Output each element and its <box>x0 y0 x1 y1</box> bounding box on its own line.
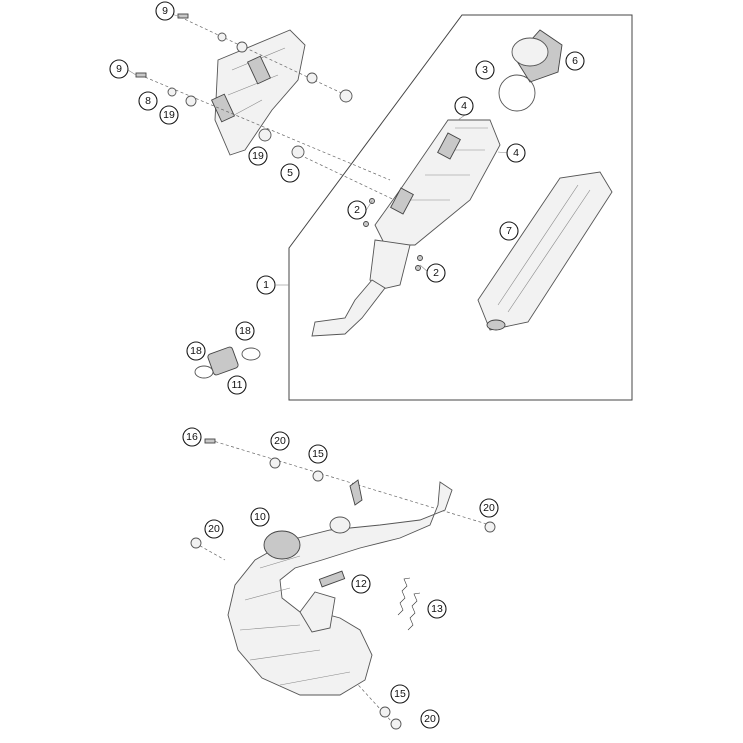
callout-label: 1 <box>263 279 269 291</box>
leader-screw-9-top <box>179 16 351 98</box>
leader-washer-5 <box>299 154 406 206</box>
callout-label: 2 <box>354 204 360 216</box>
callout-1: 1 <box>256 275 276 295</box>
callout-3: 3 <box>475 60 495 80</box>
callout-19-right: 19 <box>248 146 268 166</box>
callout-18-right: 18 <box>235 321 255 341</box>
callout-label: 19 <box>252 150 264 162</box>
callout-16: 16 <box>182 427 202 447</box>
callout-9-mid: 9 <box>109 59 129 79</box>
pipe-clamp <box>318 570 346 588</box>
callout-10: 10 <box>250 507 270 527</box>
callout-label: 7 <box>506 225 512 237</box>
callout-label: 4 <box>461 100 467 112</box>
exhaust-pipe <box>227 479 453 696</box>
exhaust-springs <box>397 577 421 631</box>
callout-label: 9 <box>116 63 122 75</box>
callout-20-top: 20 <box>270 431 290 451</box>
callout-4-top: 4 <box>454 96 474 116</box>
o-ring <box>498 74 536 112</box>
leader-screw-9-mid <box>139 74 391 181</box>
callout-8: 8 <box>138 91 158 111</box>
callout-label: 20 <box>208 523 220 535</box>
callout-label: 20 <box>483 502 495 514</box>
lower-fasteners <box>190 438 496 730</box>
callout-15-top: 15 <box>308 444 328 464</box>
callout-7: 7 <box>499 221 519 241</box>
heat-shield <box>210 29 306 156</box>
callout-20-bottom: 20 <box>420 709 440 729</box>
callout-label: 6 <box>572 55 578 67</box>
callout-label: 3 <box>482 64 488 76</box>
callout-6: 6 <box>565 51 585 71</box>
callout-20-left: 20 <box>204 519 224 539</box>
callout-label: 20 <box>274 435 286 447</box>
silencer-assembly-frame <box>288 14 633 401</box>
callout-label: 5 <box>287 167 293 179</box>
callout-15-bottom: 15 <box>390 684 410 704</box>
callout-label: 10 <box>254 511 266 523</box>
callout-5: 5 <box>280 163 300 183</box>
callout-label: 13 <box>431 603 443 615</box>
callout-13: 13 <box>427 599 447 619</box>
callout-19-left: 19 <box>159 105 179 125</box>
upper-fasteners <box>135 13 353 159</box>
callout-label: 19 <box>163 109 175 121</box>
callout-20-right: 20 <box>479 498 499 518</box>
connecting-sleeve <box>194 346 261 379</box>
callout-label: 8 <box>145 95 151 107</box>
callout-18-left: 18 <box>186 341 206 361</box>
callout-4-right: 4 <box>506 143 526 163</box>
callout-label: 9 <box>162 5 168 17</box>
callout-label: 4 <box>513 147 519 159</box>
silencer-body <box>311 119 501 337</box>
callout-label: 20 <box>424 713 436 725</box>
callout-11: 11 <box>227 375 247 395</box>
callout-label: 15 <box>312 448 324 460</box>
callout-label: 16 <box>186 431 198 443</box>
callout-12: 12 <box>351 574 371 594</box>
callout-2-right: 2 <box>426 263 446 283</box>
callout-2-left: 2 <box>347 200 367 220</box>
callout-label: 12 <box>355 578 367 590</box>
callout-9-top: 9 <box>155 1 175 21</box>
callout-label: 2 <box>433 267 439 279</box>
callout-label: 18 <box>190 345 202 357</box>
end-cap <box>511 29 563 83</box>
silencer-outer-shell <box>477 171 613 331</box>
callout-label: 11 <box>232 379 243 391</box>
callout-label: 15 <box>394 688 406 700</box>
callout-label: 18 <box>239 325 251 337</box>
